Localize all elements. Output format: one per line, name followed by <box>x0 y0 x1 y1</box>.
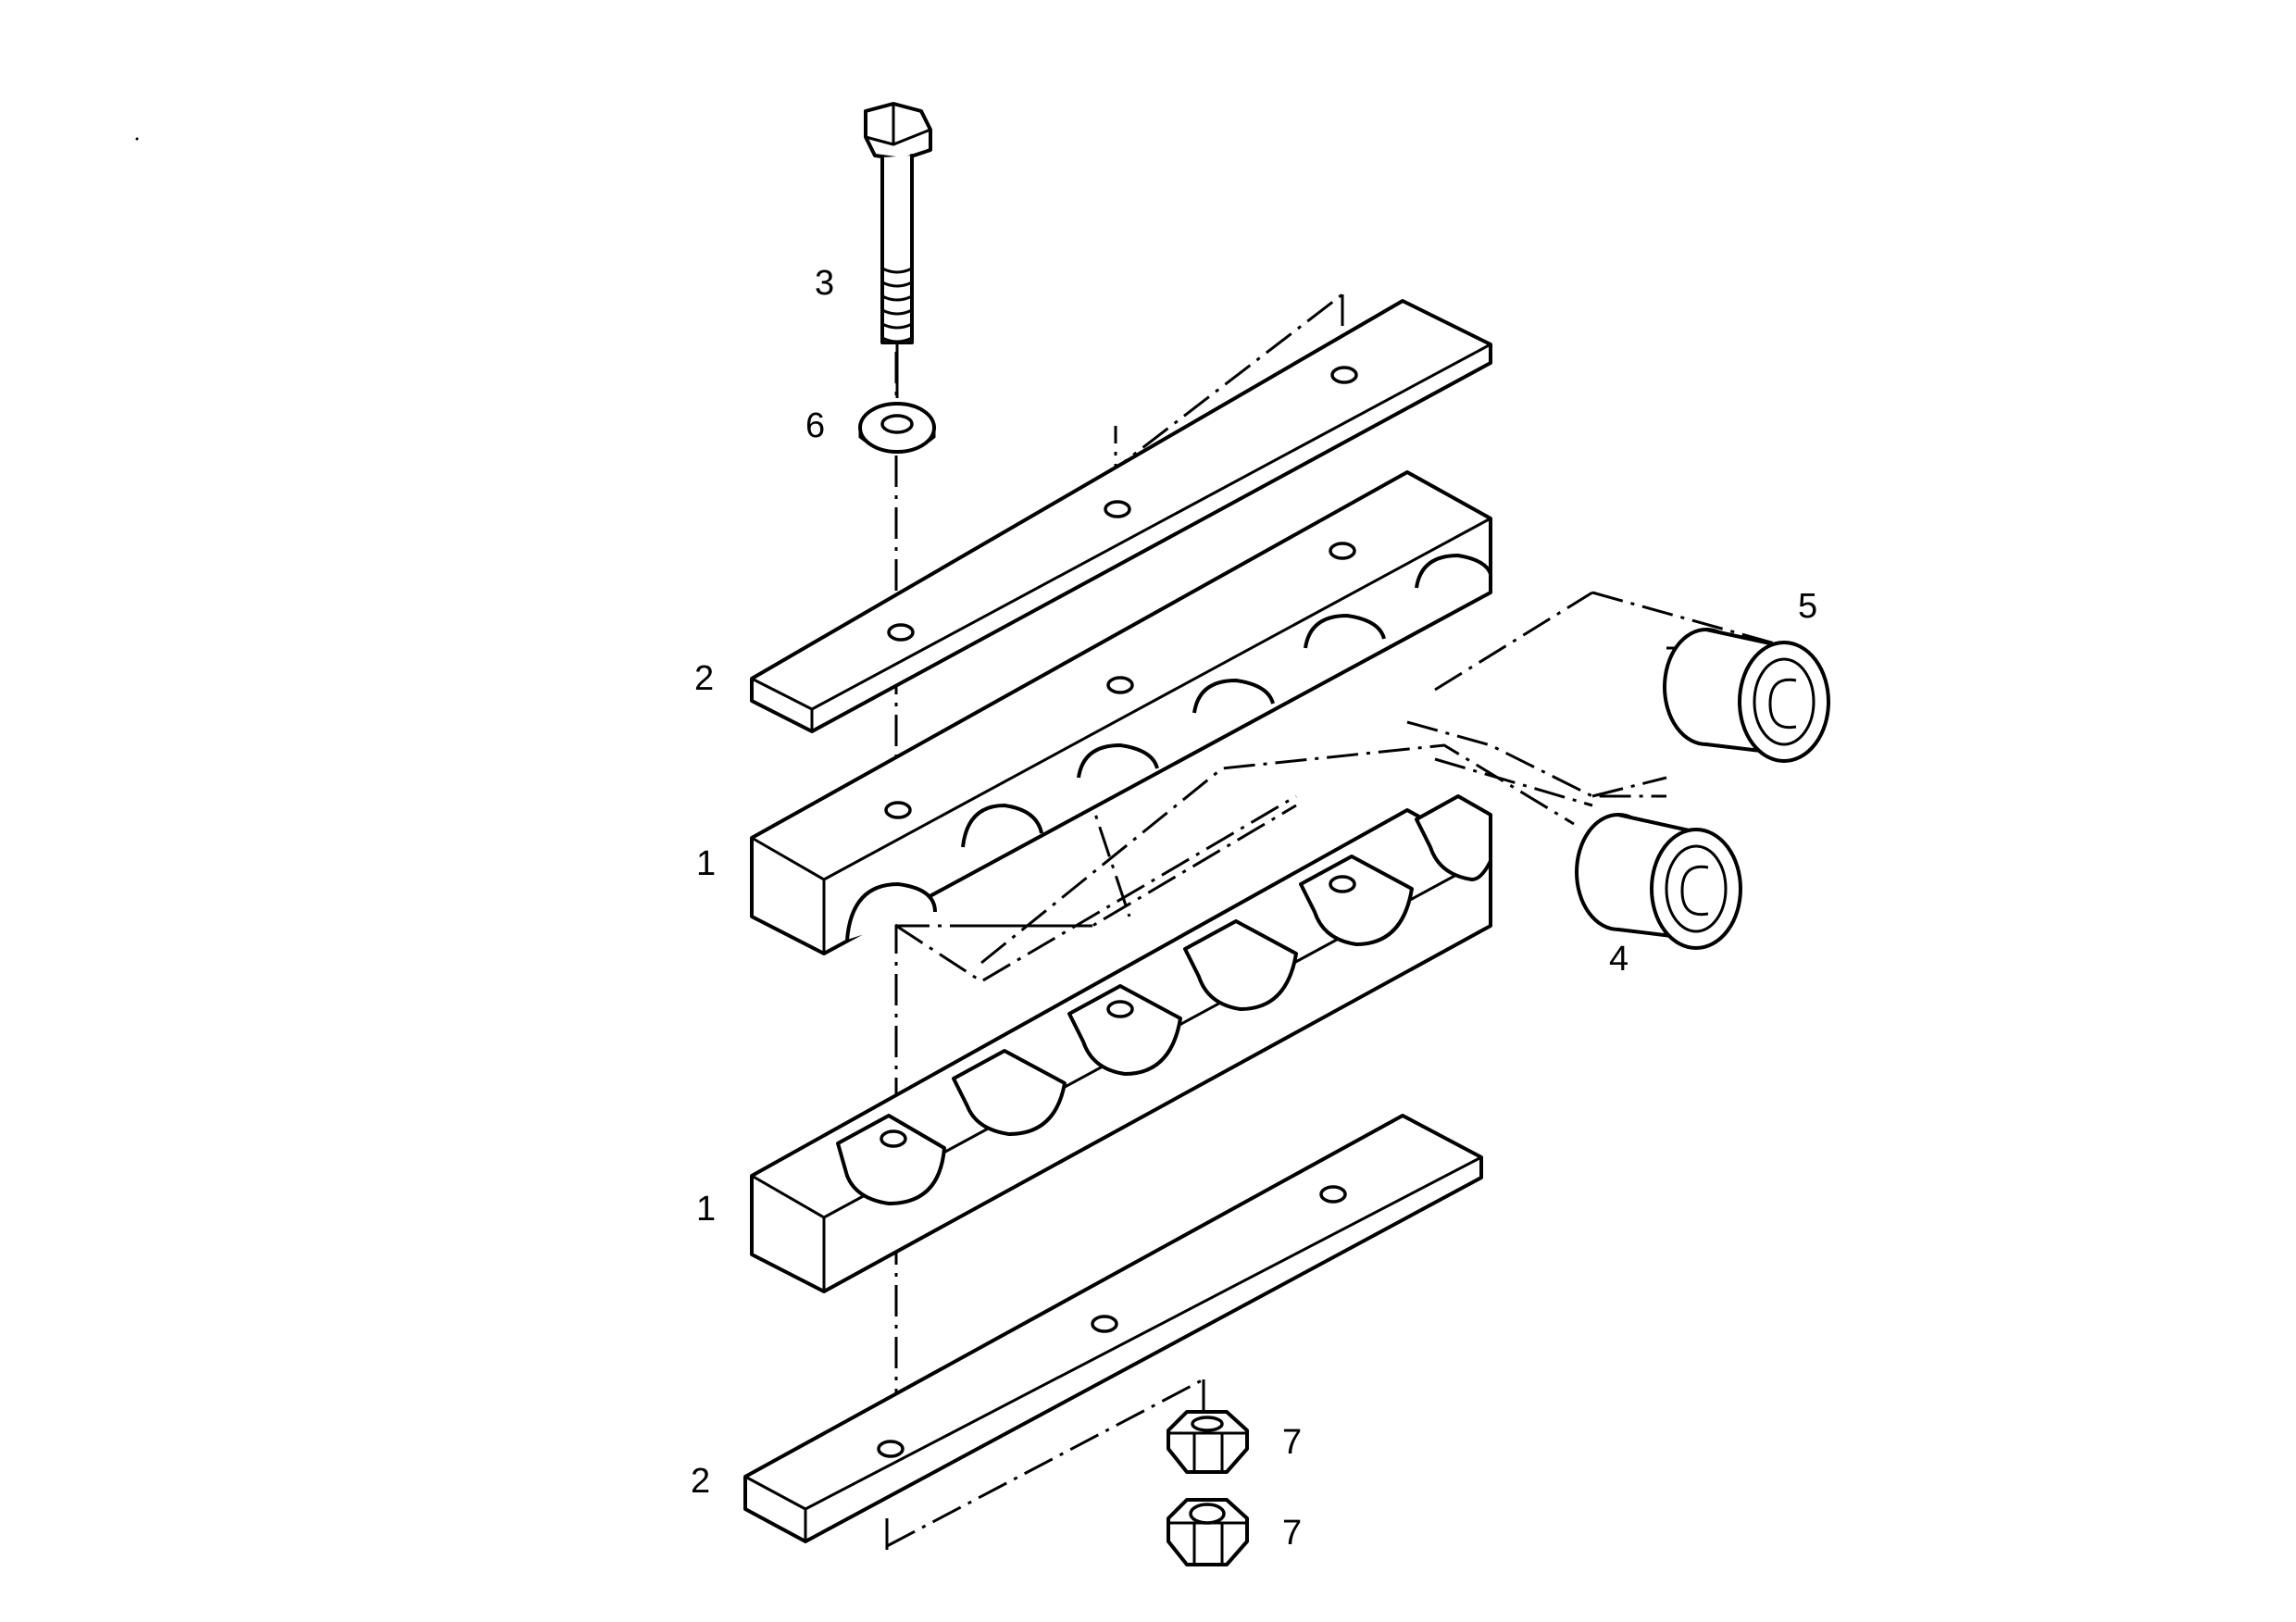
lower-clamp-block <box>750 794 1492 1293</box>
callout-nut-upper: 7 <box>1282 1423 1302 1462</box>
hex-nut-upper <box>1167 1410 1249 1474</box>
flat-washer <box>858 402 936 454</box>
callout-grommet-upper: 5 <box>1798 587 1817 626</box>
upper-clamp-block <box>750 470 1492 955</box>
callout-bolt: 3 <box>815 264 834 303</box>
grommet-upper <box>1663 628 1830 763</box>
upper-mounting-strip <box>750 299 1492 733</box>
grommet-lower <box>1575 813 1742 950</box>
callout-labels: 2 1 1 2 3 6 5 4 7 7 <box>691 264 1817 1553</box>
callout-lower-strip: 2 <box>691 1462 710 1501</box>
lower-mounting-strip <box>743 1114 1483 1543</box>
callout-upper-block: 1 <box>696 844 716 883</box>
callout-upper-strip: 2 <box>694 659 714 698</box>
callout-nut-lower: 7 <box>1282 1514 1302 1553</box>
speck <box>135 137 139 141</box>
callout-washer: 6 <box>805 406 825 445</box>
callout-grommet-lower: 4 <box>1609 940 1628 979</box>
hex-bolt <box>864 102 932 398</box>
hex-nut-lower <box>1167 1498 1249 1566</box>
callout-lower-block: 1 <box>696 1190 716 1229</box>
